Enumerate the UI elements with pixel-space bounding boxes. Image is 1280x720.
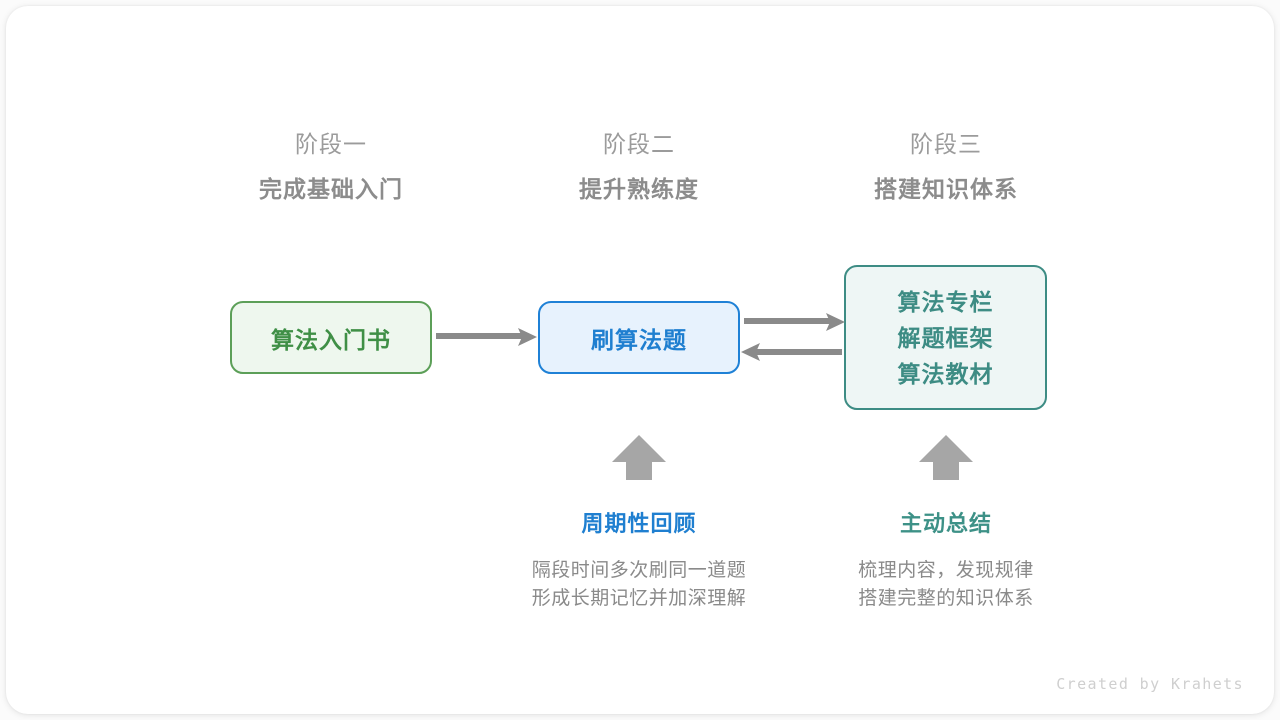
node-label-book: 算法入门书 <box>271 326 391 353</box>
annotation-periodic-review: 周期性回顾 隔段时间多次刷同一道题 形成长期记忆并加深理解 <box>479 510 799 613</box>
node-algorithm-intro-book[interactable]: 算法入门书 <box>230 301 432 374</box>
node-label-practice: 刷算法题 <box>591 326 687 353</box>
annotation-desc-review: 隔段时间多次刷同一道题 形成长期记忆并加深理解 <box>479 557 799 613</box>
stage-title-1: 完成基础入门 <box>259 176 403 202</box>
watermark-credit: Created by Krahets <box>1056 675 1244 693</box>
annotation-desc-review-line-2: 形成长期记忆并加深理解 <box>531 588 747 609</box>
stage-header-1: 阶段一 完成基础入门 <box>181 129 481 204</box>
annotation-title-review: 周期性回顾 <box>581 511 697 536</box>
annotation-active-summary: 主动总结 梳理内容，发现规律 搭建完整的知识体系 <box>786 510 1106 613</box>
stage-title-2: 提升熟练度 <box>579 176 699 202</box>
node-knowledge-resources[interactable]: 算法专栏 解题框架 算法教材 <box>844 265 1047 410</box>
annotation-title-summary: 主动总结 <box>899 511 992 536</box>
node-label-resource-3: 算法教材 <box>897 360 994 387</box>
stage-header-3: 阶段三 搭建知识体系 <box>796 129 1096 204</box>
stage-header-2: 阶段二 提升熟练度 <box>489 129 789 204</box>
annotation-desc-review-line-1: 隔段时间多次刷同一道题 <box>531 560 747 581</box>
annotation-desc-summary-line-2: 搭建完整的知识体系 <box>858 588 1034 609</box>
stage-title-3: 搭建知识体系 <box>874 176 1018 202</box>
annotation-desc-summary-line-1: 梳理内容，发现规律 <box>858 560 1034 581</box>
stage-index-1: 阶段一 <box>295 131 367 157</box>
node-practice-problems[interactable]: 刷算法题 <box>538 301 740 374</box>
node-label-resource-1: 算法专栏 <box>897 288 994 315</box>
node-label-resource-2: 解题框架 <box>897 324 994 351</box>
annotation-desc-summary: 梳理内容，发现规律 搭建完整的知识体系 <box>786 557 1106 613</box>
stage-index-2: 阶段二 <box>603 131 675 157</box>
stage-index-3: 阶段三 <box>910 131 982 157</box>
